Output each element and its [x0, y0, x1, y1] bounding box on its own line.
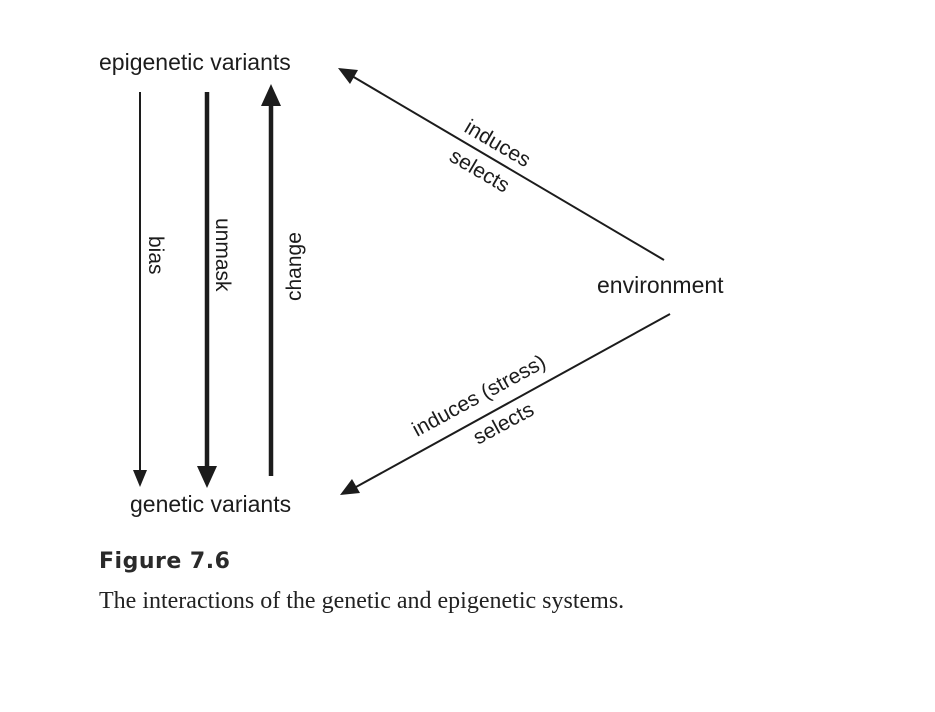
- unmask-label: unmask: [211, 218, 234, 292]
- change-label: change: [283, 232, 306, 301]
- node-epigenetic-variants: epigenetic variants: [99, 49, 291, 75]
- unmask-arrow: [197, 92, 217, 488]
- node-environment: environment: [597, 272, 724, 298]
- change-arrow: [261, 84, 281, 476]
- bias-label: bias: [144, 236, 167, 275]
- figure-title: Figure 7.6: [99, 549, 231, 574]
- bias-arrow: [133, 92, 147, 487]
- node-genetic-variants: genetic variants: [130, 491, 291, 517]
- env-to-epigenetic-arrow: [338, 68, 665, 261]
- env-to-genetic-arrow: [340, 313, 671, 495]
- figure-caption: The interactions of the genetic and epig…: [99, 588, 625, 614]
